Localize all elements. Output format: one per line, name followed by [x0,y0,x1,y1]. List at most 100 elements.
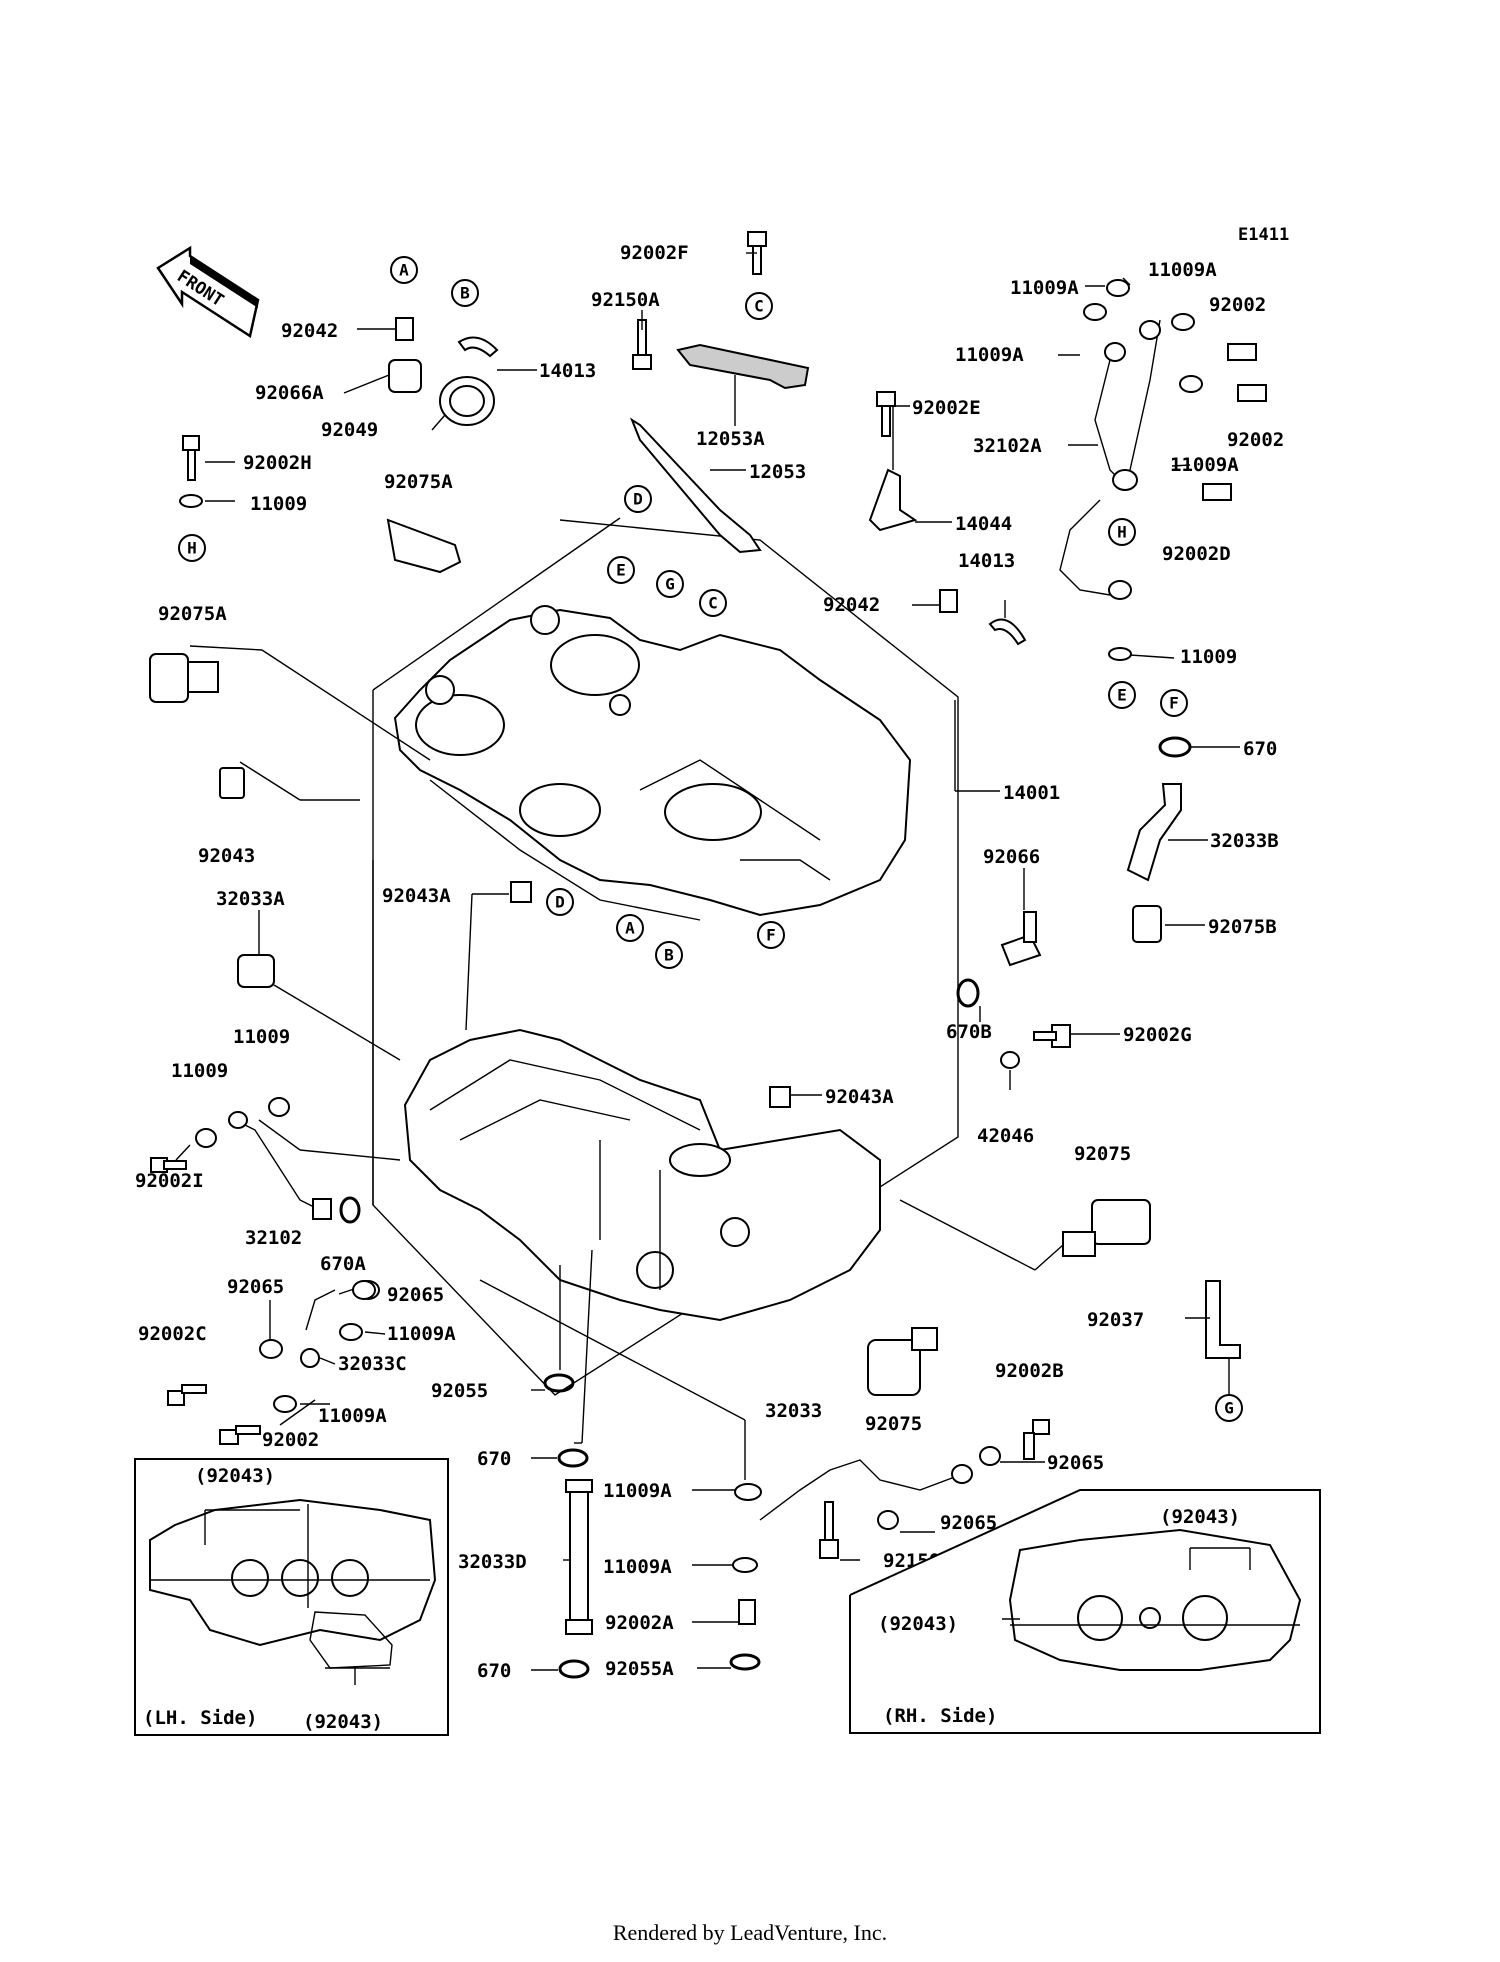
part-label: 11009A [1010,277,1079,299]
ref-marker-h-left: H [178,534,206,562]
part-label: 92002 [262,1429,319,1451]
svg-text:B: B [664,946,674,965]
part-label: 92002B [995,1360,1064,1382]
part-label: 92075 [1074,1143,1131,1165]
part-label: 32102 [245,1227,302,1249]
part-label: 32033D [458,1551,527,1573]
svg-text:C: C [708,594,718,613]
part-label: 11009A [1170,454,1239,476]
svg-text:H: H [187,539,197,558]
part-label: 92075B [1208,916,1277,938]
bearing-shell-14013-glyph [457,336,499,358]
part-label: 92002I [135,1170,204,1192]
part-label: 11009 [1180,646,1237,668]
part-label: 670B [946,1021,992,1043]
part-label: 11009A [955,344,1024,366]
leader-lines [175,252,1240,1671]
part-label: 42046 [977,1125,1034,1147]
ref-marker-g-right: G [1215,1394,1243,1422]
part-label: 92065 [387,1284,444,1306]
inset-lh-side: (92043) (92043) (LH. Side) [134,1458,449,1736]
ref-marker-e-right: E [1108,681,1136,709]
part-label: 92066A [255,382,324,404]
part-label: 92002C [138,1323,207,1345]
part-label: 32033B [1210,830,1279,852]
part-label: 92065 [227,1276,284,1298]
ref-marker-h-right: H [1108,518,1136,546]
svg-text:D: D [555,893,565,912]
part-label: 32033C [338,1353,407,1375]
ref-marker-c-top: C [745,292,773,320]
part-labels: 92002F 92150A 92042 14013 92066A 92049 1… [135,242,1284,1682]
part-label: 11009 [250,493,307,515]
part-label: 92002E [912,397,981,419]
svg-text:G: G [665,575,675,594]
svg-text:E: E [1117,686,1127,705]
part-label: 92002 [1227,429,1284,451]
part-label: 11009A [387,1323,456,1345]
part-label: 92055 [431,1380,488,1402]
diagram-code: E1411 [1238,225,1289,245]
part-label: 92075A [158,603,227,625]
svg-text:F: F [766,926,776,945]
inset-callout: (92043) [303,1711,383,1733]
part-label: 92066 [983,846,1040,868]
part-label: 12053 [749,461,806,483]
ref-marker-g-mid: G [656,570,684,598]
inset-side-label: (RH. Side) [883,1705,997,1727]
footer-credit: Rendered by LeadVenture, Inc. [612,1920,888,1945]
part-label: 92043 [198,845,255,867]
svg-text:G: G [1224,1399,1234,1418]
part-label: 670 [477,1660,511,1682]
part-label: 670 [477,1448,511,1470]
crankcase-assembly-frame [372,517,959,1396]
part-label: 11009A [1148,259,1217,281]
part-label: 14013 [539,360,596,382]
part-label: 92055A [605,1658,674,1680]
part-label: 11009 [233,1026,290,1048]
inset-callout: (92043) [195,1465,275,1487]
part-label: 92049 [321,419,378,441]
ref-marker-b-top: B [451,279,479,307]
svg-text:H: H [1117,523,1127,542]
part-label: 11009A [603,1556,672,1578]
ref-marker-f-right: F [1160,689,1188,717]
part-label: 11009 [171,1060,228,1082]
svg-text:E: E [616,561,626,580]
part-label: 92065 [1047,1452,1104,1474]
ref-marker-c-mid: C [699,589,727,617]
part-label: 11009A [603,1480,672,1502]
front-arrow-icon: FRONT [156,245,260,339]
part-label: 92075 [865,1413,922,1435]
svg-text:A: A [625,919,635,938]
part-label: 92002A [605,1612,674,1634]
part-label: 14013 [958,550,1015,572]
svg-text:C: C [754,297,764,316]
part-label: 32102A [973,435,1042,457]
part-label: 32033A [216,888,285,910]
part-label: 92043A [382,885,451,907]
inset-callout: (92043) [878,1613,958,1635]
svg-text:B: B [460,284,470,303]
part-label: 670 [1243,738,1277,760]
part-label: 92002H [243,452,312,474]
part-label: 14001 [1003,782,1060,804]
upper-crankcase [393,605,912,921]
part-label: 92043A [825,1086,894,1108]
part-label: 32033 [765,1400,822,1422]
ref-marker-b-low: B [655,941,683,969]
ref-marker-d-top: D [624,485,652,513]
part-label: 92002G [1123,1024,1192,1046]
svg-text:D: D [633,490,643,509]
part-label: 12053A [696,428,765,450]
part-label: 92002 [1209,294,1266,316]
reference-markers: A B C D H E G C A B F D H E F G [178,256,1243,1422]
svg-text:A: A [399,261,409,280]
part-label: 92042 [823,594,880,616]
part-label: 92150A [591,289,660,311]
ref-marker-d-low: D [546,888,574,916]
part-label: 92065 [940,1512,997,1534]
inset-rh-side: (92043) (92043) (RH. Side) [849,1489,1321,1734]
part-label: 92002D [1162,543,1231,565]
